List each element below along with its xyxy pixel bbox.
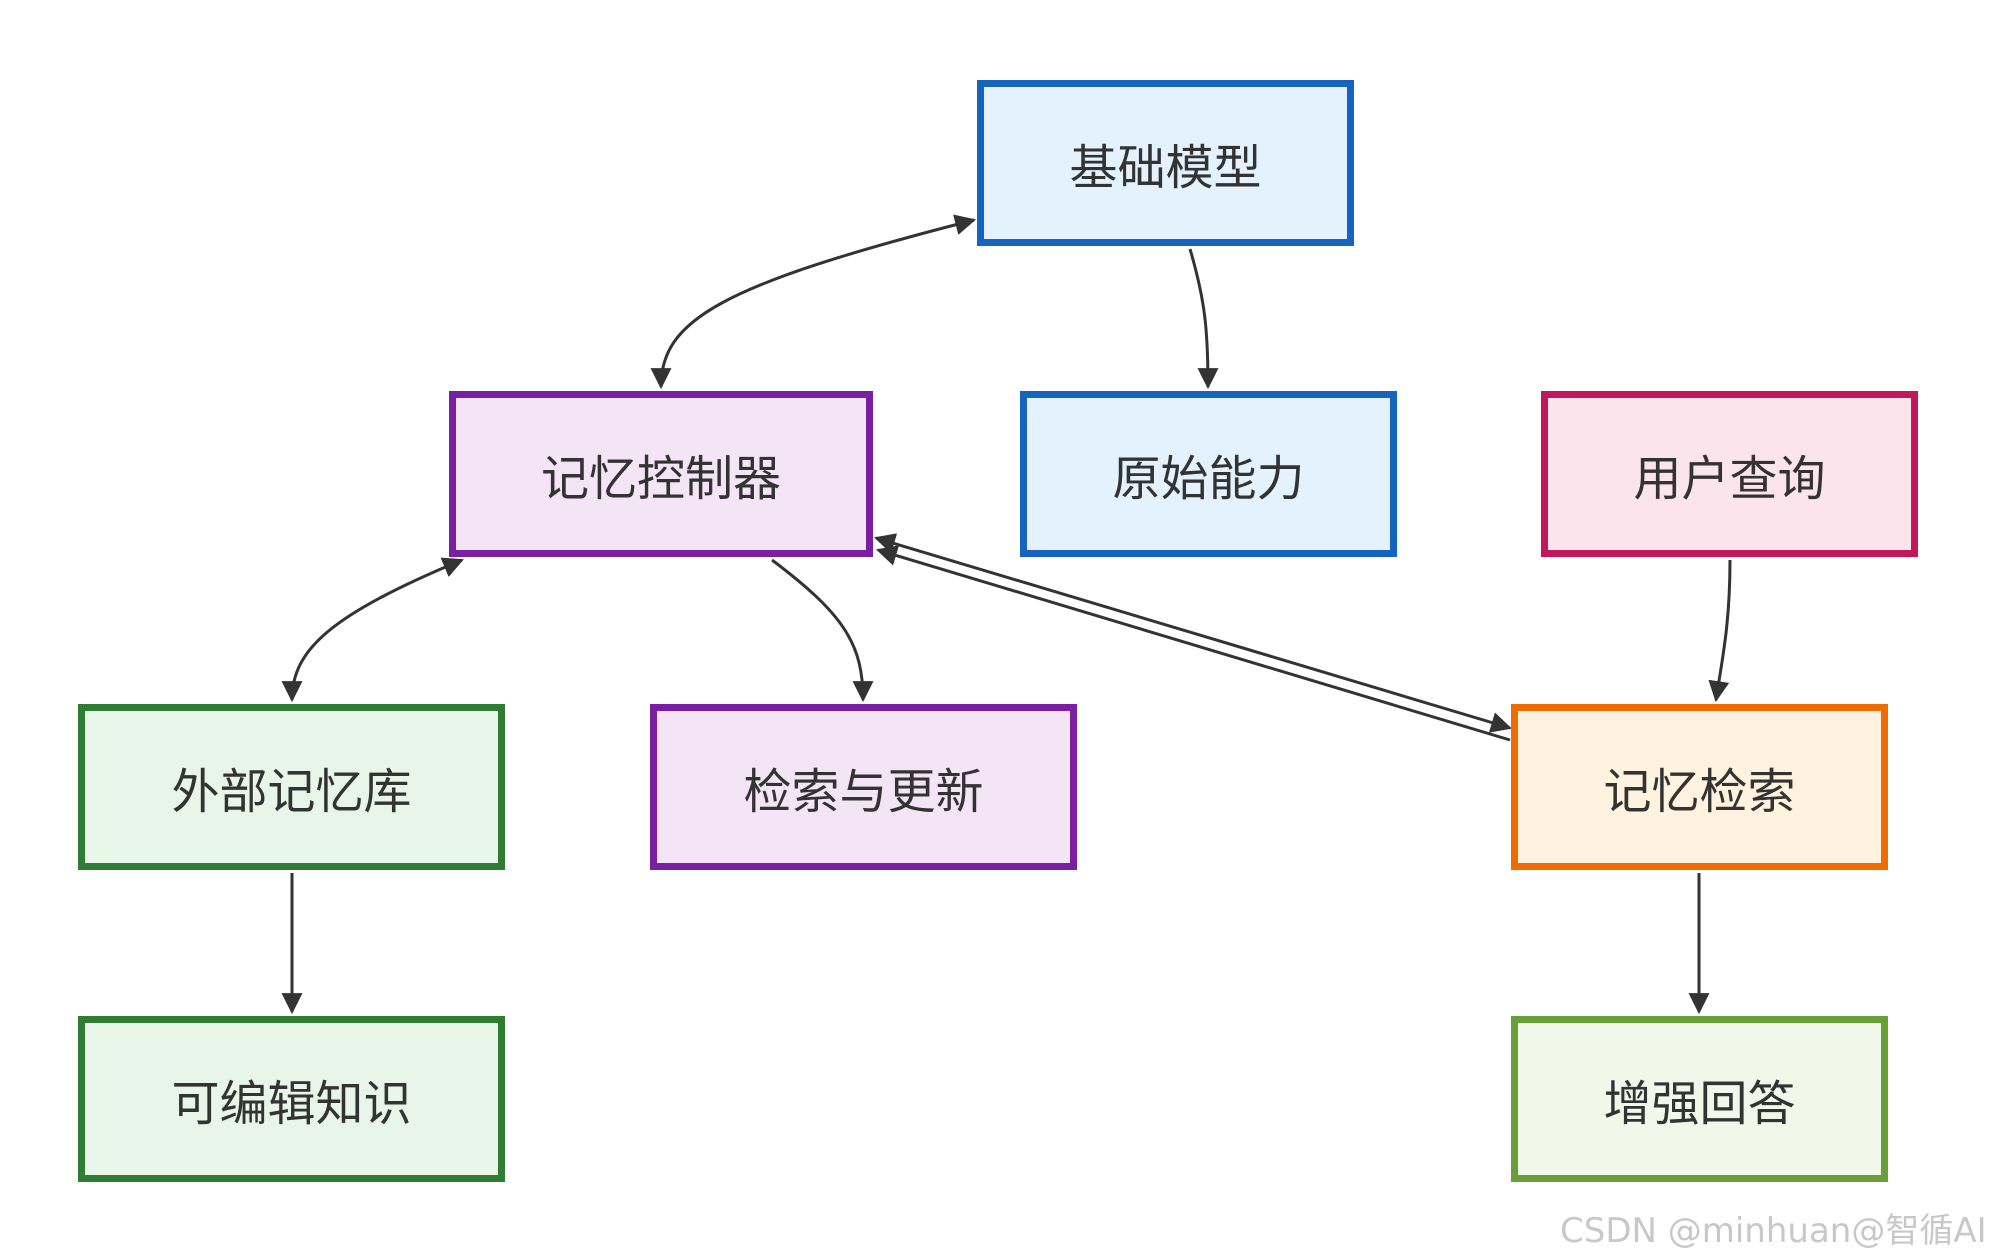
edge-base-original [1188, 248, 1219, 390]
edge-controller-external [281, 557, 464, 703]
node-label: 外部记忆库 [171, 764, 412, 820]
node-editable-knowledge: 可编辑知识 [78, 1016, 505, 1182]
node-retrieve-update: 检索与更新 [650, 704, 1077, 870]
node-original-ability: 原始能力 [1020, 391, 1397, 557]
node-label: 基础模型 [1069, 140, 1262, 196]
node-label: 检索与更新 [743, 764, 984, 820]
node-label: 记忆检索 [1603, 764, 1796, 820]
node-label: 可编辑知识 [171, 1076, 412, 1132]
edge-controller-memory-retrieval [873, 533, 1513, 733]
node-label: 记忆控制器 [540, 451, 781, 507]
edge-query-memory-retrieval [1708, 559, 1732, 703]
node-user-query: 用户查询 [1541, 391, 1918, 557]
node-external-memory: 外部记忆库 [78, 704, 505, 870]
edge-controller-base [650, 214, 977, 390]
edge-memory-retrieval-controller [875, 545, 1511, 742]
node-memory-retrieval: 记忆检索 [1511, 704, 1888, 870]
watermark-text: CSDN @minhuan@智循AI [1560, 1211, 1987, 1251]
node-label: 用户查询 [1633, 451, 1826, 507]
node-base-model: 基础模型 [977, 80, 1354, 246]
node-label: 原始能力 [1112, 451, 1305, 507]
node-memory-controller: 记忆控制器 [449, 391, 873, 557]
node-label: 增强回答 [1603, 1076, 1796, 1132]
node-enhanced-answer: 增强回答 [1511, 1016, 1888, 1182]
edge-controller-retrieve-update [771, 558, 874, 703]
